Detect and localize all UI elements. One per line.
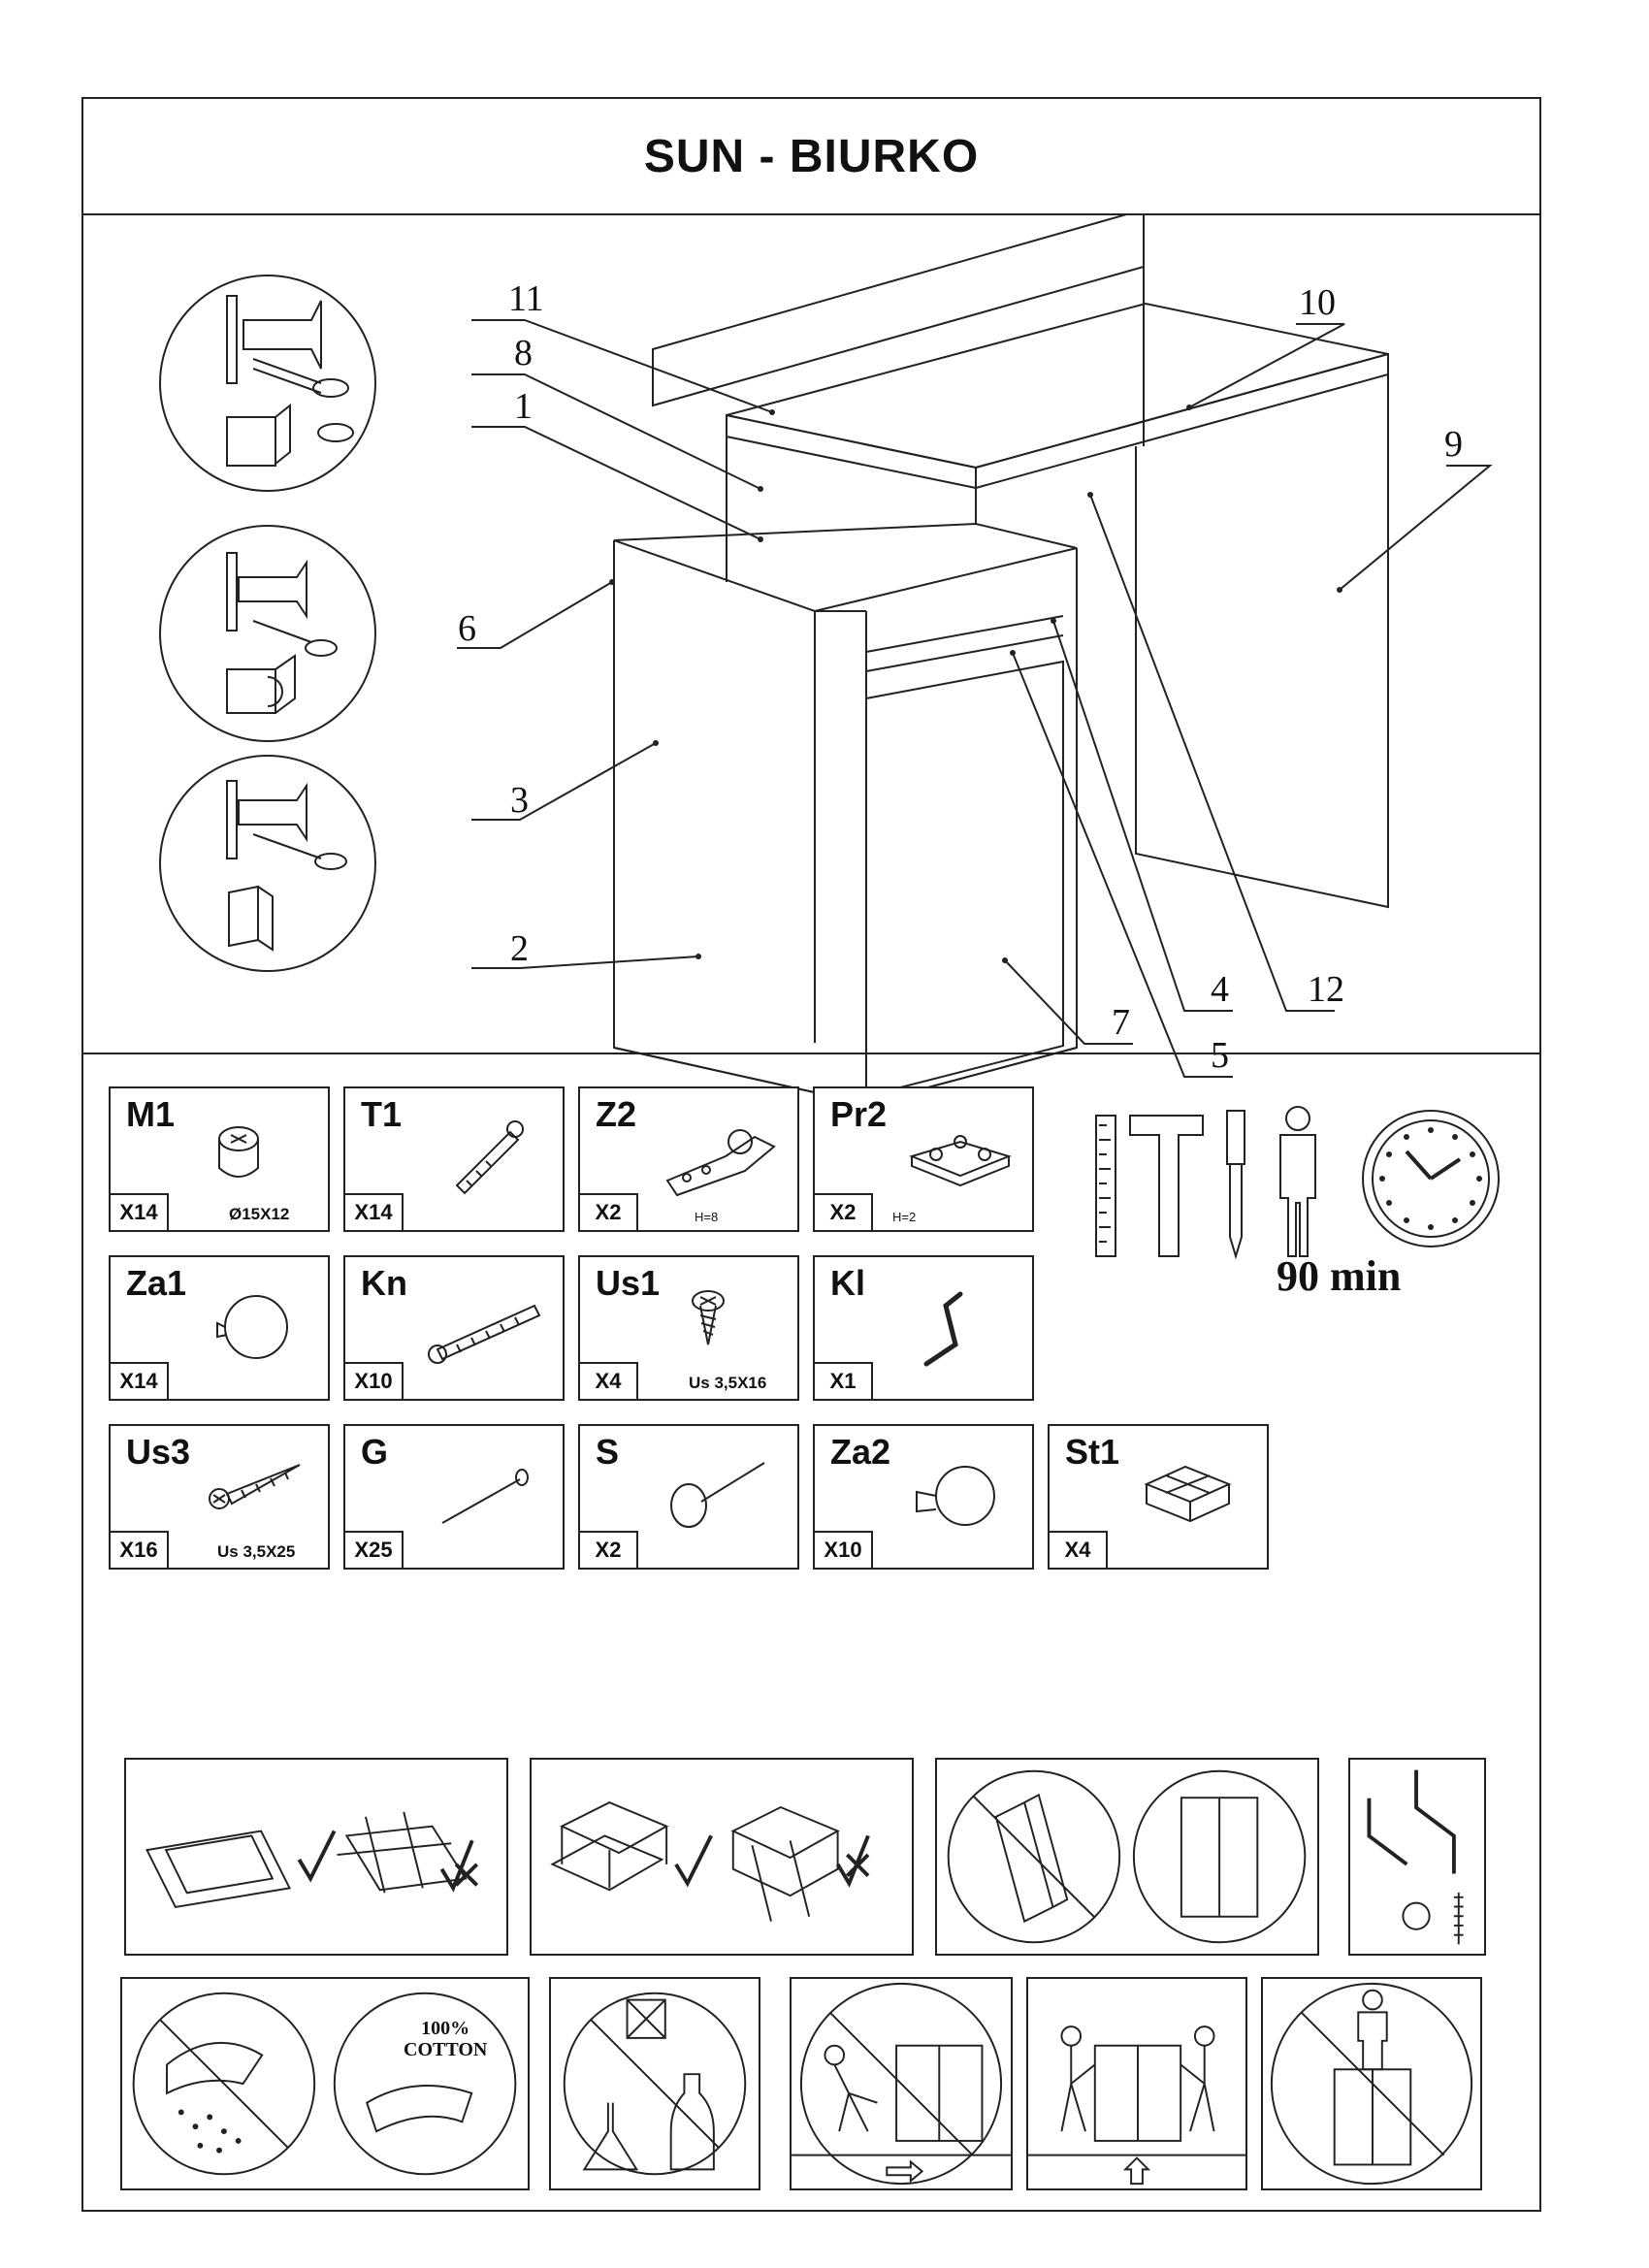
part-label-8: 8 (514, 333, 533, 373)
pictogram-place-on-mat (530, 1758, 914, 1956)
desk-drawing: 11 8 1 6 3 2 10 9 4 12 7 5 (159, 213, 1493, 1106)
part-label-2: 2 (510, 928, 529, 969)
nail-icon (441, 1469, 529, 1524)
screwdriver-icon (1226, 1110, 1245, 1260)
assembly-time: 90 min (1277, 1252, 1402, 1300)
pictogram-cleaning: 100% COTTON (120, 1977, 530, 2190)
hardware-G: G X25 (343, 1424, 565, 1570)
hardware-Pr2: Pr2 X2 H=2 (813, 1086, 1034, 1232)
part-label-7: 7 (1112, 1002, 1130, 1043)
screw-icon (692, 1290, 725, 1345)
glide-icon (670, 1462, 765, 1528)
dowel-icon (428, 1304, 541, 1364)
hardware-S: S X2 (578, 1424, 799, 1570)
pictogram-no-chemicals (549, 1977, 760, 2190)
part-label-12: 12 (1308, 969, 1344, 1010)
hammer-icon (1129, 1115, 1204, 1257)
hardware-Za2: Za2 X10 (813, 1424, 1034, 1570)
hardware-Za1: Za1 X14 (109, 1255, 330, 1401)
person-icon (1285, 1106, 1310, 1131)
hardware-T1: T1 X14 (343, 1086, 565, 1232)
clock-icon (1362, 1110, 1500, 1247)
hardware-M1: M1 X14 Ø15X12 (109, 1086, 330, 1232)
hardware-Kl: Kl X1 (813, 1255, 1034, 1401)
instruction-sheet: SUN - BIURKO (81, 97, 1541, 2212)
exploded-diagram: 11 8 1 6 3 2 10 9 4 12 7 5 (83, 213, 1539, 1150)
pictogram-lift-together (1026, 1977, 1247, 2190)
part-label-1: 1 (514, 386, 533, 427)
cam-bolt-icon (455, 1120, 524, 1195)
pictogram-no-push (790, 1977, 1013, 2190)
hardware-Z2: Z2 X2 H=8 (578, 1086, 799, 1232)
pictogram-tools-usage (1348, 1758, 1486, 1956)
cap-icon (216, 1295, 288, 1359)
tools-required (1095, 1106, 1316, 1260)
hardware-Us3: Us3 X16 Us 3,5X25 (109, 1424, 330, 1570)
cap2-icon (916, 1466, 995, 1526)
part-label-10: 10 (1299, 282, 1336, 323)
pictogram-assemble-on-soft-surface (124, 1758, 508, 1956)
hardware-Kn: Kn X10 (343, 1255, 565, 1401)
long-screw-icon (209, 1464, 301, 1509)
part-label-9: 9 (1444, 424, 1463, 465)
pictogram-no-standing (1261, 1977, 1482, 2190)
hex-key-icon (923, 1291, 963, 1367)
part-label-5: 5 (1211, 1035, 1229, 1076)
hardware-Us1: Us1 X4 Us 3,5X16 (578, 1255, 799, 1401)
cam-lock-icon (218, 1126, 259, 1178)
title-row: SUN - BIURKO (83, 99, 1539, 215)
hinge-icon (665, 1129, 776, 1197)
section-divider (83, 1053, 1539, 1054)
pictogram-no-leaning (935, 1758, 1319, 1956)
hinge-plate-icon (908, 1135, 1013, 1187)
part-label-6: 6 (458, 608, 476, 649)
ruler-icon (1095, 1115, 1116, 1257)
page-title: SUN - BIURKO (643, 130, 980, 182)
part-label-4: 4 (1211, 969, 1229, 1010)
hardware-St1: St1 X4 (1048, 1424, 1269, 1570)
corner-block-icon (1144, 1465, 1232, 1523)
cotton-label: 100% COTTON (404, 2018, 488, 2060)
part-label-3: 3 (510, 780, 529, 821)
part-label-11: 11 (508, 278, 544, 319)
